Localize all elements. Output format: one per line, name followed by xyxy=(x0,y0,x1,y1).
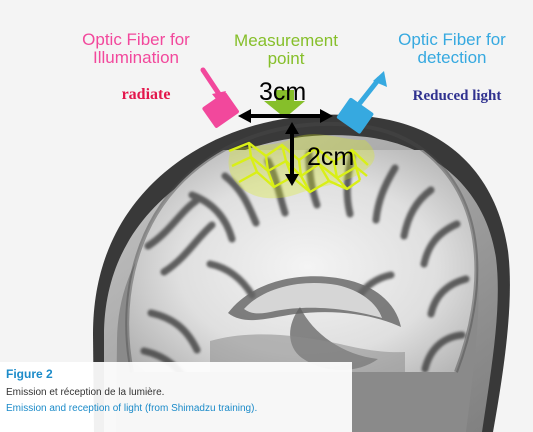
reduced-light-label: Reduced light xyxy=(397,89,517,105)
measurement-point-label: Measurement point xyxy=(216,32,356,68)
caption-title: Figure 2 xyxy=(6,367,53,381)
caption-french: Emission et réception de la lumière. xyxy=(6,387,164,398)
horizontal-distance-label: 3cm xyxy=(259,80,306,105)
illumination-fiber-label: Optic Fiber for Illumination xyxy=(70,31,202,67)
radiate-label: radiate xyxy=(105,87,187,104)
caption-english: Emission and reception of light (from Sh… xyxy=(6,403,257,414)
vertical-distance-label: 2cm xyxy=(307,145,354,170)
figure-caption: Figure 2 Emission et réception de la lum… xyxy=(0,362,352,432)
detection-fiber-label: Optic Fiber for detection xyxy=(382,31,522,67)
